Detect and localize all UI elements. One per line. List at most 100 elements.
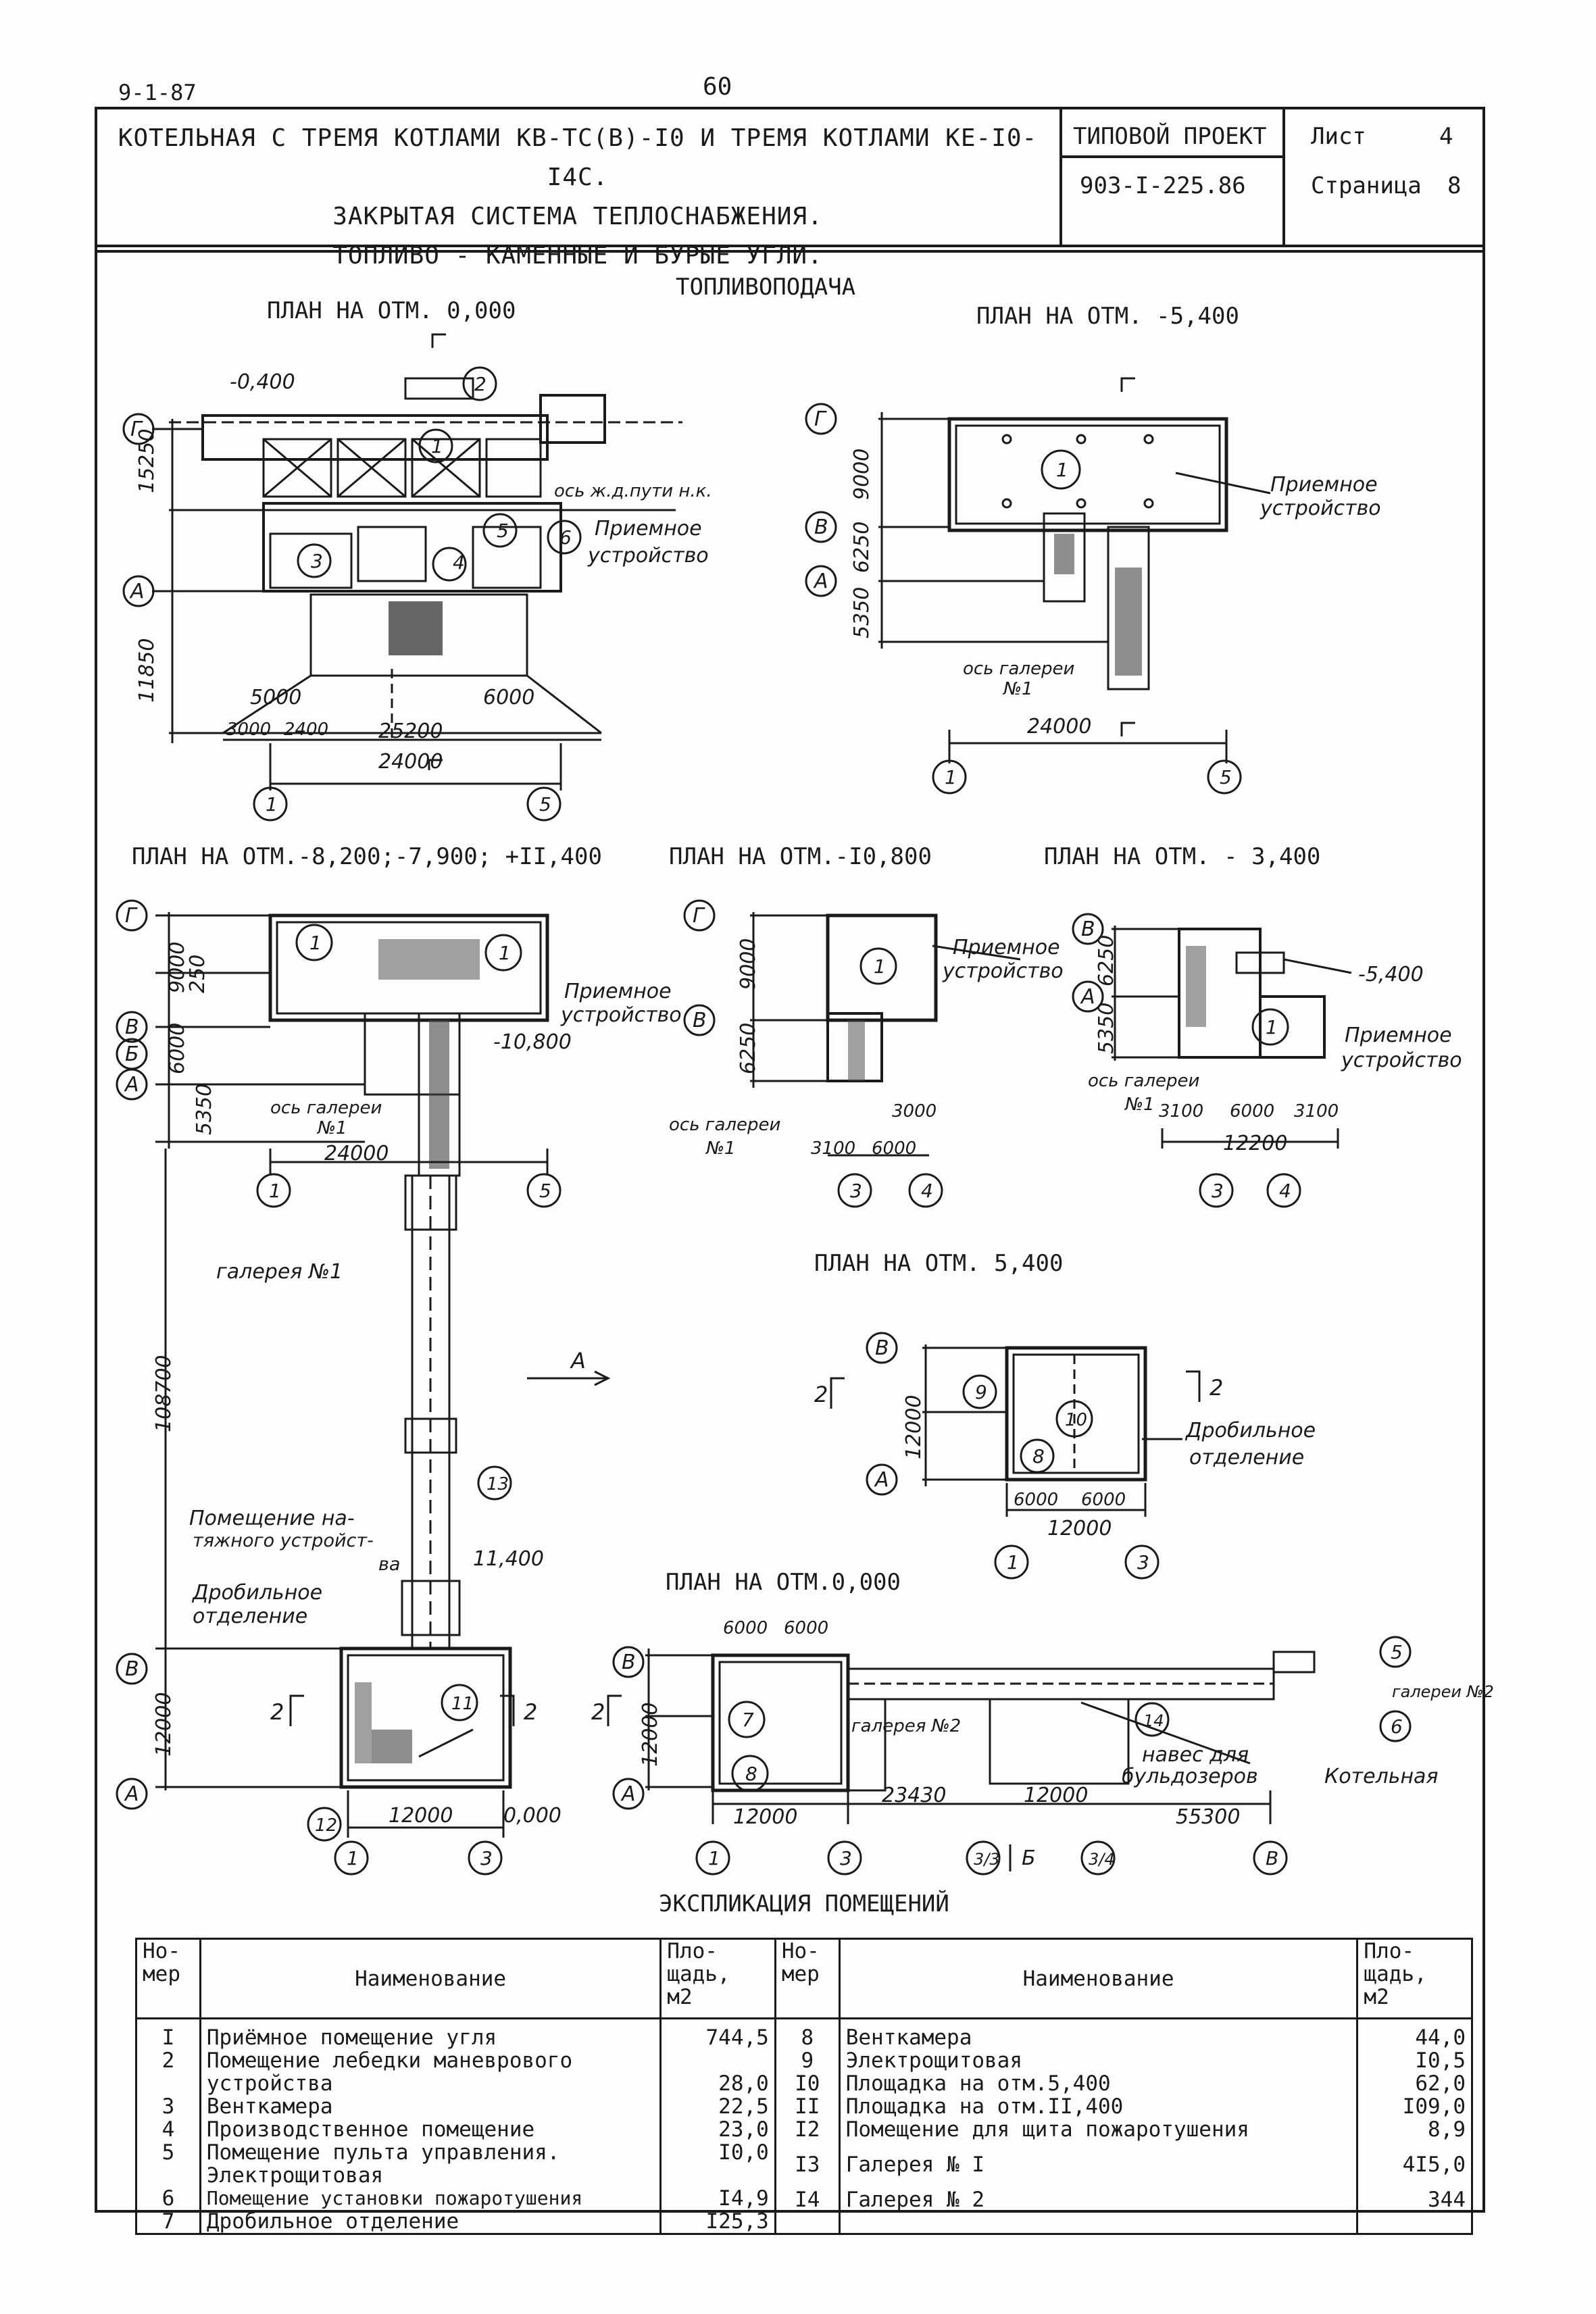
left-num-7: 7 — [161, 2209, 175, 2234]
dim-5350-a: 5350 — [850, 586, 874, 638]
label-naves: навес для — [1142, 1743, 1249, 1767]
dim-6250-c: 6250 — [1095, 934, 1118, 986]
left-name-6: Помещение установки пожаротушения — [206, 2187, 583, 2209]
svg-text:В: В — [693, 1009, 707, 1032]
title-divider-2 — [1282, 108, 1285, 247]
header-number-right: Но- мер — [774, 1938, 841, 2019]
dim-3100-a: 3100 — [811, 1138, 856, 1159]
dim-108700: 108700 — [152, 1355, 176, 1432]
right-name-4: Площадка на отм.II,400 — [845, 2094, 1124, 2119]
svg-text:2: 2 — [591, 1699, 605, 1725]
svg-text:8: 8 — [1032, 1445, 1045, 1467]
dim-m5400: -5,400 — [1358, 963, 1424, 986]
label-n1-a: №1 — [1003, 679, 1033, 699]
dim-5350-b: 5350 — [193, 1083, 216, 1135]
label-ustroystvo-1: устройство — [1260, 497, 1381, 520]
svg-text:3: 3 — [311, 550, 323, 572]
svg-text:В: В — [125, 1657, 139, 1681]
label-pomeschenie-nat-2: тяжного устройст- — [193, 1530, 374, 1551]
svg-text:3: 3 — [840, 1847, 852, 1869]
title-line-1: КОТЕЛЬНАЯ С ТРЕМЯ КОТЛАМИ КВ-ТС(В)-I0 И … — [118, 124, 1038, 191]
header-area-r-line-2: щадь, — [1364, 1962, 1427, 1986]
dim-12000-a: 12000 — [152, 1692, 176, 1757]
right-num-2: 9 — [801, 2048, 814, 2073]
right-name-2: Электрощитовая — [845, 2048, 1023, 2073]
label-n1-b: №1 — [318, 1118, 347, 1138]
dim-3100-c: 3100 — [1294, 1101, 1339, 1122]
dim-3100-b: 3100 — [1159, 1101, 1204, 1122]
svg-text:5: 5 — [1391, 1641, 1403, 1663]
svg-text:А: А — [1080, 985, 1095, 1009]
sheet-label: Лист — [1311, 123, 1366, 150]
left-name-2b: устройства — [206, 2071, 333, 2096]
svg-text:В: В — [1081, 917, 1095, 941]
svg-text:1: 1 — [945, 766, 957, 788]
svg-text:1: 1 — [1056, 459, 1068, 481]
dim-12000-f: 12000 — [733, 1805, 798, 1829]
left-area-4: 23,0 — [718, 2117, 769, 2142]
sheet-number: 4 — [1439, 123, 1453, 150]
left-num-1: I — [161, 2026, 175, 2050]
plan-6-drawing: В А 1 3 9 10 8 2 2 — [814, 1332, 1223, 1580]
header-number-line-1: Но- — [143, 1939, 180, 1963]
right-area-5: 8,9 — [1428, 2117, 1466, 2142]
svg-text:2: 2 — [474, 373, 487, 395]
svg-text:А: А — [620, 1782, 636, 1806]
svg-text:1: 1 — [499, 942, 511, 964]
dim-p11400: 11,400 — [473, 1547, 544, 1571]
label-buldozerov: бульдозеров — [1122, 1765, 1258, 1788]
doc-code: 9-1-87 — [118, 80, 197, 105]
title-divider-3 — [1062, 155, 1282, 158]
dim-5000: 5000 — [250, 686, 302, 709]
header-area-r-line-3: м2 — [1364, 1985, 1389, 2009]
svg-text:3: 3 — [850, 1180, 862, 1202]
svg-text:1: 1 — [347, 1847, 359, 1869]
svg-text:14: 14 — [1143, 1711, 1164, 1730]
plan-5-drawing: В А 3 4 1 — [1072, 913, 1352, 1208]
svg-text:В: В — [875, 1336, 889, 1360]
dim-15250: 15250 — [135, 428, 159, 493]
left-num-6: 6 — [161, 2186, 175, 2211]
header-number-r-line-2: мер — [781, 1962, 820, 1986]
dim-6000-f: 6000 — [1081, 1490, 1126, 1510]
svg-text:1: 1 — [1007, 1551, 1019, 1574]
svg-text:Г: Г — [125, 904, 138, 928]
right-name-7: Галерея № 2 — [845, 2188, 985, 2212]
label-os-zhd: ось ж.д.пути н.к. — [554, 481, 712, 501]
svg-text:5: 5 — [1220, 766, 1232, 788]
left-area-7: I25,3 — [705, 2209, 769, 2234]
header-area-right: Пло- щадь, м2 — [1356, 1938, 1473, 2019]
label-ustroystvo-4: устройство — [943, 959, 1064, 983]
svg-text:Г: Г — [814, 407, 827, 431]
label-galerei-n2: галереи №2 — [1392, 1682, 1494, 1701]
svg-text:В: В — [1266, 1847, 1278, 1869]
dim-6000-d: 6000 — [1230, 1101, 1275, 1122]
svg-text:1: 1 — [1266, 1016, 1278, 1038]
plan-2-drawing: Г В А 1 5 1 — [805, 377, 1271, 795]
label-priemnoe-1: Приемное — [1270, 473, 1378, 497]
left-num-5: 5 — [161, 2140, 175, 2165]
header-area-line-1: Пло- — [667, 1939, 718, 1963]
right-names: Венткамера Электрощитовая Площадка на от… — [838, 2017, 1359, 2235]
svg-text:А: А — [124, 1782, 139, 1806]
label-n1-c: №1 — [706, 1138, 736, 1159]
dim-6000: 6000 — [483, 686, 535, 709]
label-pomeschenie-nat-3: ва — [378, 1554, 401, 1575]
label-galereya-n2: галерея №2 — [851, 1716, 962, 1736]
svg-text:1: 1 — [266, 793, 278, 815]
right-num-3: I0 — [795, 2071, 820, 2096]
dim-12000-b: 12000 — [389, 1804, 453, 1828]
left-name-1: Приёмное помещение угля — [206, 2026, 497, 2050]
right-area-6: 4I5,0 — [1402, 2153, 1466, 2177]
plan-title-7: ПЛАН НА ОТМ.0,000 — [666, 1569, 901, 1596]
right-area-1: 44,0 — [1415, 2026, 1466, 2050]
left-area-1: 744,5 — [705, 2026, 769, 2050]
svg-text:2: 2 — [1210, 1375, 1223, 1401]
svg-text:3: 3 — [1212, 1180, 1224, 1202]
right-name-6: Галерея № I — [845, 2153, 985, 2177]
dim-6000-b: 6000 — [166, 1022, 189, 1074]
right-numbers: 8 9 I0 II I2 I3 I4 — [774, 2017, 841, 2235]
svg-text:В: В — [814, 515, 828, 539]
svg-text:1: 1 — [431, 435, 443, 457]
right-num-4: II — [795, 2094, 820, 2119]
